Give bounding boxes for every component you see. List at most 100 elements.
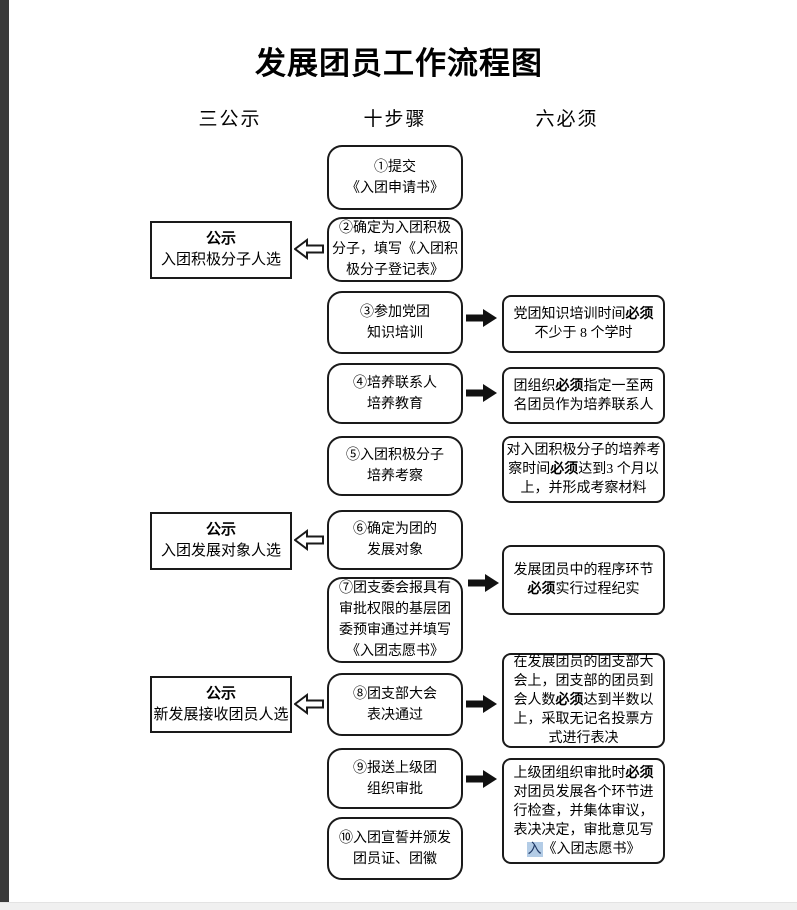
column-header-musts: 六必须 <box>535 109 599 130</box>
step-box-9: ⑨报送上级团 组织审批 <box>327 748 463 809</box>
step-text: ②确定为入团积极 <box>339 221 451 236</box>
must-text-line: 对团员发展各个环节进 <box>514 783 654 802</box>
must-box-4: 发展团员中的程序环节 必须实行过程纪实 <box>502 545 665 615</box>
step-box-10: ⑩入团宣誓并颁发 团员证、团徽 <box>327 817 463 880</box>
must-text-line: 团组织必须指定一至两 <box>514 377 654 396</box>
must-bold-text: 必须 <box>625 307 654 322</box>
must-text: 不少于 8 个学时 <box>534 326 633 341</box>
publicity-box-2: 公示 入团发展对象人选 <box>150 512 292 570</box>
step-text: 团员证、团徽 <box>353 851 437 867</box>
must-box-2: 团组织必须指定一至两 名团员作为培养联系人 <box>502 367 665 424</box>
column-header-steps: 十步骤 <box>363 109 427 130</box>
must-text: 会上，团支部的团员到 <box>513 674 654 689</box>
step-text: ⑩入团宣誓并颁发 <box>339 830 451 846</box>
step-box-2: ②确定为入团积极 分子，填写《入团积 极分子登记表》 <box>327 217 463 282</box>
step-box-7: ⑦团支委会报具有 审批权限的基层团 委预审通过并填写 《入团志愿书》 <box>327 577 463 663</box>
must-highlighted-text: 入 <box>526 841 543 857</box>
step-box-3: ③参加党团 知识培训 <box>327 291 463 354</box>
must-bold-text: 必须 <box>550 462 579 477</box>
publicity-heading: 公示 <box>205 230 236 247</box>
publicity-subject: 入团积极分子人选 <box>160 252 281 268</box>
must-text-line: 在发展团员的团支部大 <box>514 653 654 672</box>
must-text: 实行过程纪实 <box>555 582 640 597</box>
page-title: 发展团员工作流程图 <box>255 46 543 81</box>
hollow-left-arrow-icon <box>294 238 324 260</box>
step-text: 培养考察 <box>367 469 423 484</box>
must-text: 表决决定，审批意见写 <box>513 822 654 838</box>
solid-right-arrow-icon <box>468 574 499 592</box>
must-text: 团组织 <box>513 378 556 394</box>
must-text-line: 对入团积极分子的培养考 <box>507 441 661 460</box>
step-text: 分子，填写《入团积 <box>332 242 458 257</box>
step-text: ⑨报送上级团 <box>353 760 437 776</box>
solid-right-arrow-icon <box>466 309 497 327</box>
step-text: 《入团志愿书》 <box>346 644 444 659</box>
must-text-line: 党团知识培训时间必须 <box>514 305 654 324</box>
step-box-6: ⑥确定为团的 发展对象 <box>327 510 463 570</box>
step-text: 知识培训 <box>367 325 423 341</box>
must-text-line: 会上，团支部的团员到 <box>514 672 654 691</box>
column-header-publicity: 三公示 <box>198 109 262 130</box>
must-text: 发展团员中的程序环节 <box>513 563 654 578</box>
must-bold-text: 必须 <box>555 693 584 708</box>
step-text: ⑦团支委会报具有 <box>339 581 451 596</box>
must-box-6: 上级团组织审批时必须 对团员发展各个环节进 行检查，并集体审议， 表决决定，审批… <box>502 758 665 864</box>
step-text: 组织审批 <box>367 781 423 797</box>
step-text: ①提交 <box>374 159 416 175</box>
step-text: 极分子登记表》 <box>346 263 444 278</box>
must-bold-text: 必须 <box>625 765 654 781</box>
step-text: 表决通过 <box>367 707 423 723</box>
must-text-line: 不少于 8 个学时 <box>535 324 633 343</box>
must-text-line: 入《入团志愿书》 <box>526 840 641 859</box>
step-box-1: ①提交 《入团申请书》 <box>327 145 463 210</box>
solid-right-arrow-icon <box>466 695 497 713</box>
must-text-line: 表决决定，审批意见写 <box>514 821 654 840</box>
publicity-heading: 公示 <box>205 684 236 702</box>
must-text-line: 必须实行过程纪实 <box>528 580 640 599</box>
must-text: 式进行表决 <box>548 731 619 746</box>
must-text: 察时间 <box>508 462 551 477</box>
must-text: 对入团积极分子的培养考 <box>506 443 661 458</box>
must-text-line: 会人数必须达到半数以 <box>514 691 654 710</box>
must-box-5: 在发展团员的团支部大 会上，团支部的团员到 会人数必须达到半数以 上，采取无记名… <box>502 653 665 748</box>
must-text-line: 上，并形成考察材料 <box>521 479 647 498</box>
must-text: 在发展团员的团支部大 <box>513 655 654 670</box>
publicity-subject: 新发展接收团员人选 <box>153 706 289 723</box>
left-edge-strip <box>0 0 9 910</box>
step-text: ③参加党团 <box>360 304 430 320</box>
must-text: 上，采取无记名投票方 <box>513 712 654 727</box>
solid-right-arrow-icon <box>466 770 497 788</box>
hollow-left-arrow-icon <box>294 529 324 551</box>
must-box-1: 党团知识培训时间必须 不少于 8 个学时 <box>502 295 665 353</box>
must-text-line: 察时间必须达到3 个月以 <box>508 460 659 479</box>
must-text: 党团知识培训时间 <box>513 307 626 322</box>
step-text: ④培养联系人 <box>353 375 437 391</box>
step-text: ⑧团支部大会 <box>353 686 437 702</box>
step-box-8: ⑧团支部大会 表决通过 <box>327 673 463 736</box>
publicity-subject: 入团发展对象人选 <box>160 543 281 559</box>
step-text: 审批权限的基层团 <box>339 602 451 617</box>
step-text: ⑤入团积极分子 <box>346 448 444 463</box>
step-box-5: ⑤入团积极分子 培养考察 <box>327 436 463 496</box>
step-text: 委预审通过并填写 <box>339 623 451 638</box>
must-bold-text: 必须 <box>527 582 556 597</box>
step-text: 培养教育 <box>367 396 423 412</box>
must-bold-text: 必须 <box>555 378 584 394</box>
must-text: 上，并形成考察材料 <box>520 481 647 496</box>
must-text-line: 式进行表决 <box>549 729 619 748</box>
must-text: 名团员作为培养联系人 <box>513 397 654 413</box>
must-text-line: 上级团组织审批时必须 <box>514 764 654 783</box>
step-text: ⑥确定为团的 <box>353 522 437 537</box>
solid-right-arrow-icon <box>466 384 497 402</box>
must-text: 对团员发展各个环节进 <box>513 784 654 800</box>
must-text: 上级团组织审批时 <box>513 765 626 781</box>
must-text: 《入团志愿书》 <box>542 841 641 857</box>
must-text-line: 发展团员中的程序环节 <box>514 561 654 580</box>
must-text: 达到3 个月以 <box>578 462 659 477</box>
step-box-4: ④培养联系人 培养教育 <box>327 363 463 424</box>
bottom-edge-strip <box>0 902 797 910</box>
must-box-3: 对入团积极分子的培养考 察时间必须达到3 个月以 上，并形成考察材料 <box>502 436 665 503</box>
step-text: 发展对象 <box>367 543 423 558</box>
publicity-heading: 公示 <box>205 521 236 538</box>
